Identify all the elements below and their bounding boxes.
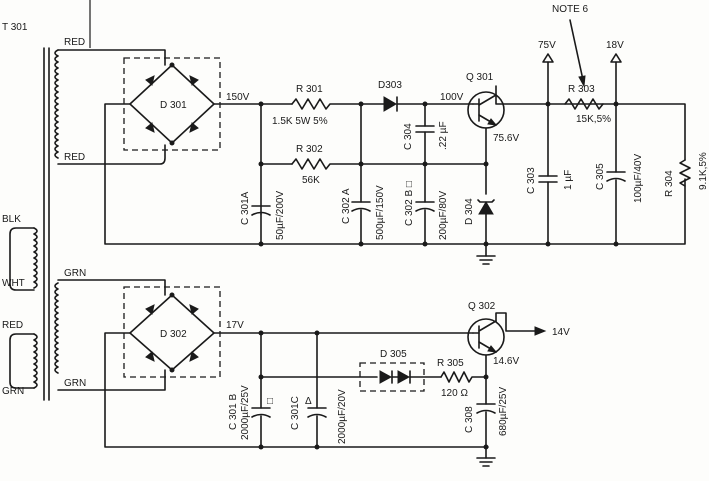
c305-value: 100µF/40V	[633, 154, 644, 203]
rail-18v: 18V	[606, 40, 624, 51]
c302b-value: 200µF/80V	[438, 191, 449, 240]
q301-ref: Q 301	[466, 72, 494, 83]
capacitor-c308	[476, 376, 496, 459]
capacitor-c302a	[351, 103, 371, 245]
c303-ref: C 303	[526, 167, 537, 194]
bridge-rectifier-d301: D 301	[123, 57, 221, 151]
ground-symbol-1	[476, 255, 496, 265]
c301a-value: 50µF/200V	[275, 191, 286, 240]
r303-ref: R 303	[568, 84, 595, 95]
r305-ref: R 305	[437, 358, 464, 369]
c308-ref: C 308	[464, 406, 475, 433]
voltage-17v: 17V	[226, 320, 244, 331]
primary-lead-red: RED	[2, 320, 23, 331]
c308-value: 680µF/25V	[498, 387, 509, 436]
d303-ref: D303	[378, 80, 402, 91]
voltage-150v: 150V	[226, 92, 250, 103]
c301c-value: 2000µF/20V	[337, 389, 348, 444]
c302a-value: 500µF/150V	[375, 185, 386, 240]
c301c-ref: C 301C	[290, 396, 301, 430]
r301-ref: R 301	[296, 84, 323, 95]
c304-value: .22 µF	[438, 121, 449, 150]
ground-symbol-2	[476, 457, 496, 467]
d301-ref: D 301	[160, 100, 187, 111]
primary-winding-1	[33, 227, 38, 289]
secondary-winding-2	[54, 282, 59, 374]
sec1-top-label: RED	[64, 37, 85, 48]
r301-value: 1.5K 5W 5%	[272, 116, 328, 127]
primary-winding-2	[33, 333, 38, 389]
diode-pair-d305	[359, 362, 442, 392]
r303-value: 15K,5%	[576, 114, 611, 125]
resistor-r301	[291, 98, 362, 110]
c301b-value: 2000µF/25V	[240, 385, 251, 440]
c305-ref: C 305	[595, 163, 606, 190]
r302-value: 56K	[302, 175, 320, 186]
c302a-ref: C 302 A	[341, 188, 352, 224]
transformer-core	[43, 47, 50, 401]
resistor-r304	[679, 159, 691, 187]
rail-14v: 14V	[552, 327, 570, 338]
r302-ref: R 302	[296, 144, 323, 155]
primary-lead-blk: BLK	[2, 214, 21, 225]
q301-collector-v: 100V	[440, 92, 464, 103]
capacitor-c304	[415, 103, 435, 165]
r304-ref: R 304	[664, 170, 675, 197]
capacitor-c301c	[307, 332, 327, 448]
resistor-r303	[564, 98, 604, 110]
bridge-rectifier-d302: D 302	[123, 286, 221, 378]
rail-75v: 75V	[538, 40, 556, 51]
q301-emitter-v: 75.6V	[493, 133, 519, 144]
primary-lead-grn: GRN	[2, 386, 24, 397]
resistor-r302	[291, 158, 487, 170]
transistor-q302	[467, 312, 547, 356]
q302-emitter-v: 14.6V	[493, 356, 519, 367]
capacitor-c303	[538, 103, 558, 245]
zener-diode-d304	[477, 199, 495, 257]
c303-value: 1 µF	[563, 170, 574, 190]
sec2-top-label: GRN	[64, 268, 86, 279]
c302b-ref: C 302 B □	[404, 181, 415, 226]
c301b-mark: □	[267, 396, 273, 407]
sec2-bot-label: GRN	[64, 378, 86, 389]
resistor-r305	[440, 371, 487, 383]
diode-d303	[383, 96, 398, 112]
note-6: NOTE 6	[552, 4, 589, 15]
transformer-ref: T 301	[2, 22, 28, 33]
d302-ref: D 302	[160, 329, 187, 340]
q302-ref: Q 302	[468, 301, 496, 312]
capacitor-c302b	[415, 161, 435, 245]
d305-ref: D 305	[380, 349, 407, 360]
r305-value: 120 Ω	[441, 388, 468, 399]
c301b-ref: C 301 B	[228, 394, 239, 430]
c301a-ref: C 301A	[240, 191, 251, 225]
primary-lead-wht: WHT	[2, 278, 25, 289]
c304-ref: C 304	[403, 123, 414, 150]
capacitor-c305	[606, 103, 626, 245]
r304-value: 9.1K,5%	[698, 152, 709, 190]
capacitor-c301a	[251, 205, 271, 245]
sec1-bot-label: RED	[64, 152, 85, 163]
c301c-mark: Δ	[305, 396, 312, 407]
d304-ref: D 304	[464, 198, 475, 225]
secondary-winding-1	[54, 49, 59, 159]
capacitor-c301b	[251, 332, 271, 448]
